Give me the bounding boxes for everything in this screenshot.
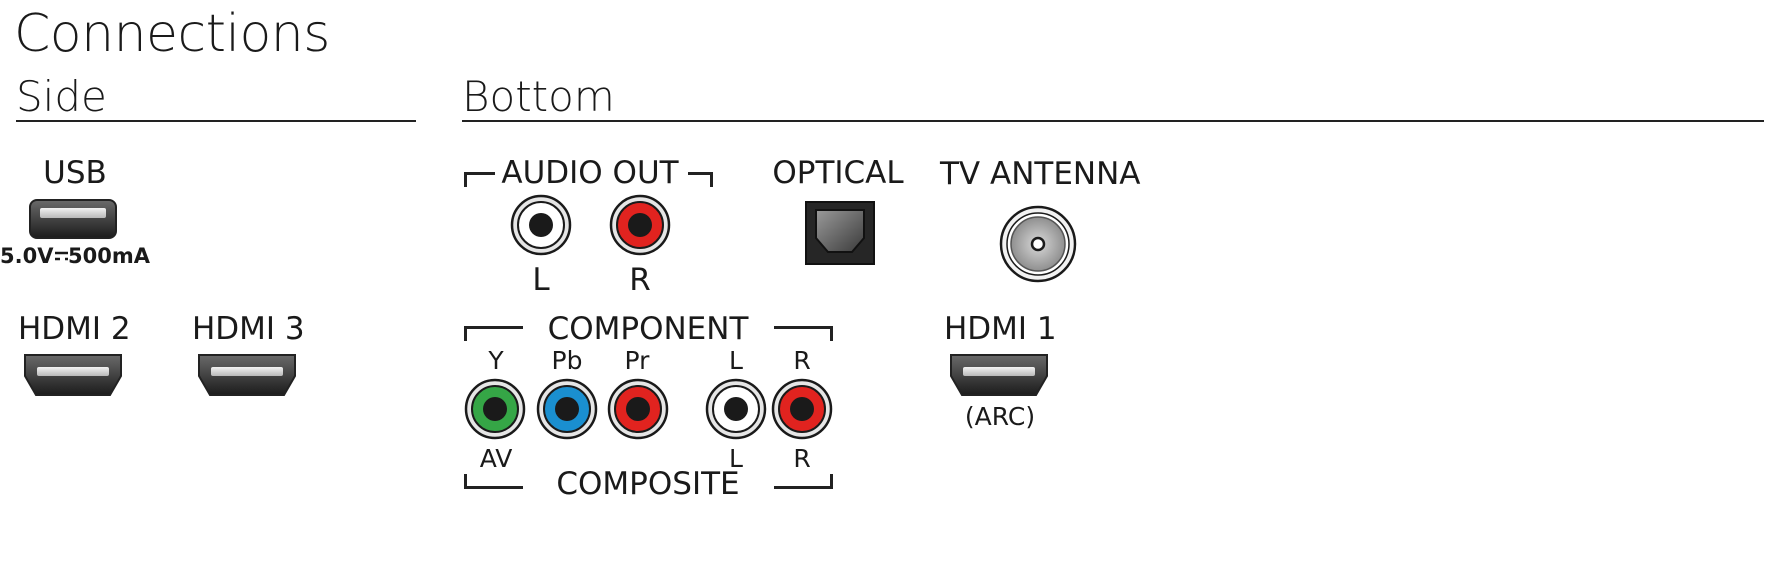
audio-out-left-jack-icon	[510, 194, 572, 256]
audio-out-bracket-right	[688, 172, 713, 187]
side-section-title: Side	[16, 72, 107, 121]
audio-out-right-jack-icon	[609, 194, 671, 256]
audio-out-bracket-left	[464, 172, 495, 187]
hdmi1-port-icon	[950, 354, 1048, 396]
usb-voltage: 5.0V	[0, 244, 54, 268]
hdmi2-port-icon	[24, 354, 122, 396]
audio-r-jack-icon	[771, 378, 833, 440]
component-l-label: L	[729, 346, 743, 375]
antenna-coax-port-icon	[999, 205, 1077, 283]
tv-antenna-label: TV ANTENNA	[940, 156, 1141, 192]
side-divider	[16, 120, 416, 122]
component-r-label: R	[793, 346, 811, 375]
composite-bracket-right	[774, 474, 833, 489]
hdmi3-port-icon	[198, 354, 296, 396]
composite-l-label: L	[729, 444, 743, 473]
hdmi3-label: HDMI 3	[192, 311, 305, 347]
component-y-jack-icon	[464, 378, 526, 440]
usb-current: 500mA	[68, 244, 150, 268]
hdmi1-arc-label: (ARC)	[964, 402, 1036, 431]
component-pb-label: Pb	[551, 346, 583, 375]
page-title: Connections	[14, 4, 330, 64]
component-pr-label: Pr	[624, 346, 650, 375]
composite-bracket-left	[464, 474, 523, 489]
component-pb-jack-icon	[536, 378, 598, 440]
audio-out-label: AUDIO OUT	[501, 155, 679, 191]
bottom-section-title: Bottom	[462, 72, 615, 121]
bottom-divider	[462, 120, 1764, 122]
dc-symbol-icon	[55, 251, 69, 261]
optical-port-icon	[805, 201, 875, 265]
composite-r-label: R	[793, 444, 811, 473]
composite-av-label: AV	[479, 444, 513, 473]
composite-label: COMPOSITE	[556, 466, 740, 502]
hdmi1-label: HDMI 1	[944, 311, 1057, 347]
audio-out-right-label: R	[629, 262, 651, 298]
component-bracket-right	[774, 326, 833, 341]
component-pr-jack-icon	[607, 378, 669, 440]
component-label: COMPONENT	[547, 311, 749, 347]
hdmi2-label: HDMI 2	[18, 311, 131, 347]
component-y-label: Y	[488, 346, 504, 375]
component-bracket-left	[464, 326, 523, 341]
usb-port-icon	[29, 199, 117, 239]
usb-spec: 5.0V 500mA	[0, 244, 150, 268]
audio-l-jack-icon	[705, 378, 767, 440]
audio-out-left-label: L	[532, 262, 550, 298]
usb-label: USB	[43, 155, 107, 191]
optical-label: OPTICAL	[772, 155, 904, 191]
